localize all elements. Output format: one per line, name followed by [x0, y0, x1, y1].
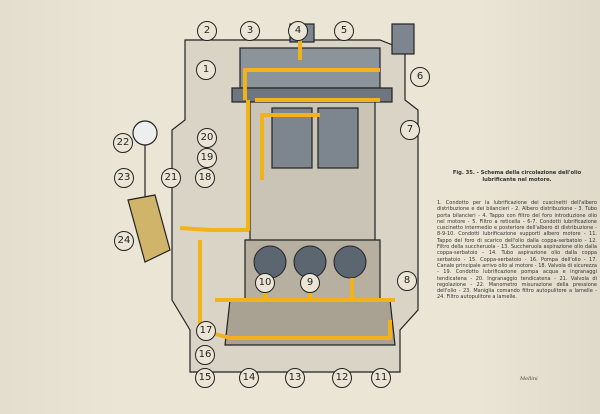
callout-21: 21	[161, 168, 181, 188]
callout-15: 15	[195, 368, 215, 388]
figure-caption: Fig. 35. - Schema della circolazione del…	[437, 170, 597, 301]
artist-signature: Mellini	[520, 376, 538, 382]
callout-7: 7	[400, 120, 420, 140]
callout-9: 9	[300, 273, 320, 293]
callout-1: 1	[196, 60, 216, 80]
engine-block	[127, 23, 419, 373]
callout-11: 11	[371, 368, 391, 388]
callout-17: 17	[196, 321, 216, 341]
callout-8: 8	[397, 271, 417, 291]
callout-16: 16	[195, 345, 215, 365]
callout-22: 22	[113, 133, 133, 153]
callout-10: 10	[255, 273, 275, 293]
callout-19: 19	[197, 148, 217, 168]
callout-13: 13	[285, 368, 305, 388]
callout-20: 20	[197, 128, 217, 148]
callout-18: 18	[195, 168, 215, 188]
figure-legend: 1. Condotto per la lubrificazione dei cu…	[437, 200, 597, 301]
callout-4: 4	[288, 21, 308, 41]
callout-2: 2	[197, 21, 217, 41]
callout-14: 14	[239, 368, 259, 388]
callout-24: 24	[114, 231, 134, 251]
callout-6: 6	[410, 67, 430, 87]
callout-5: 5	[334, 21, 354, 41]
oil-circuit	[179, 40, 395, 340]
callout-12: 12	[332, 368, 352, 388]
figure-title: Fig. 35. - Schema della circolazione del…	[452, 170, 582, 183]
callout-3: 3	[240, 21, 260, 41]
callout-23: 23	[114, 168, 134, 188]
crankshaft	[253, 245, 367, 279]
